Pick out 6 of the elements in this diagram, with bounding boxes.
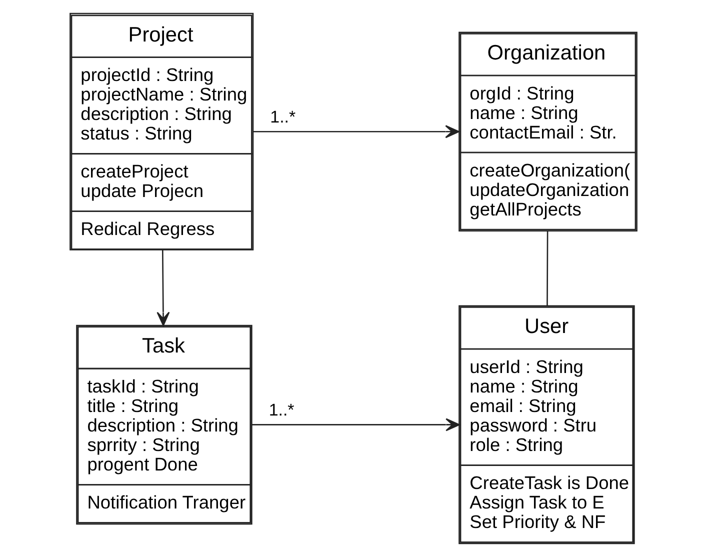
arrow (156, 250, 170, 326)
arrow (252, 418, 460, 432)
arrow (252, 125, 459, 138)
edge-label: 1..* (268, 400, 294, 420)
connector (546, 230, 548, 306)
edge-label: 1..* (270, 107, 296, 126)
